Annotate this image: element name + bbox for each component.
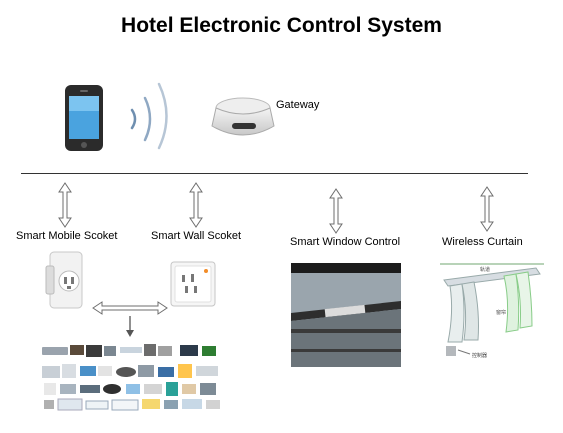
wireless-curtain-image: 控制器 轨道 窗帘 bbox=[440, 262, 544, 364]
diagram-title: Hotel Electronic Control System bbox=[121, 14, 442, 37]
curtain-callout-curtain: 窗帘 bbox=[496, 309, 506, 316]
double-arrow-icon bbox=[189, 182, 203, 228]
smart-mobile-socket-image bbox=[45, 251, 83, 309]
down-arrow-icon bbox=[126, 316, 134, 337]
double-arrow-icon bbox=[58, 182, 72, 228]
gateway-device-icon bbox=[211, 97, 275, 136]
appliances-collage-image bbox=[42, 344, 220, 411]
gateway-label: Gateway bbox=[276, 99, 320, 111]
smart-window-control-label: Smart Window Control bbox=[290, 236, 401, 248]
smart-wall-socket-image bbox=[170, 261, 216, 307]
curtain-callout-track: 轨道 bbox=[480, 266, 490, 273]
smartphone-icon bbox=[65, 85, 103, 151]
double-arrow-horizontal-icon bbox=[92, 301, 168, 315]
window-control-photo bbox=[291, 263, 401, 367]
wireless-signal-icon bbox=[130, 82, 168, 150]
smart-mobile-socket-label: Smart Mobile Scoket bbox=[16, 230, 118, 242]
curtain-callout-controller: 控制器 bbox=[472, 352, 487, 359]
smart-wall-socket-label: Smart Wall Scoket bbox=[151, 230, 242, 242]
double-arrow-icon bbox=[480, 186, 494, 232]
double-arrow-icon bbox=[329, 188, 343, 234]
wireless-curtain-label: Wireless Curtain bbox=[442, 236, 523, 248]
network-bus-line bbox=[21, 173, 528, 174]
